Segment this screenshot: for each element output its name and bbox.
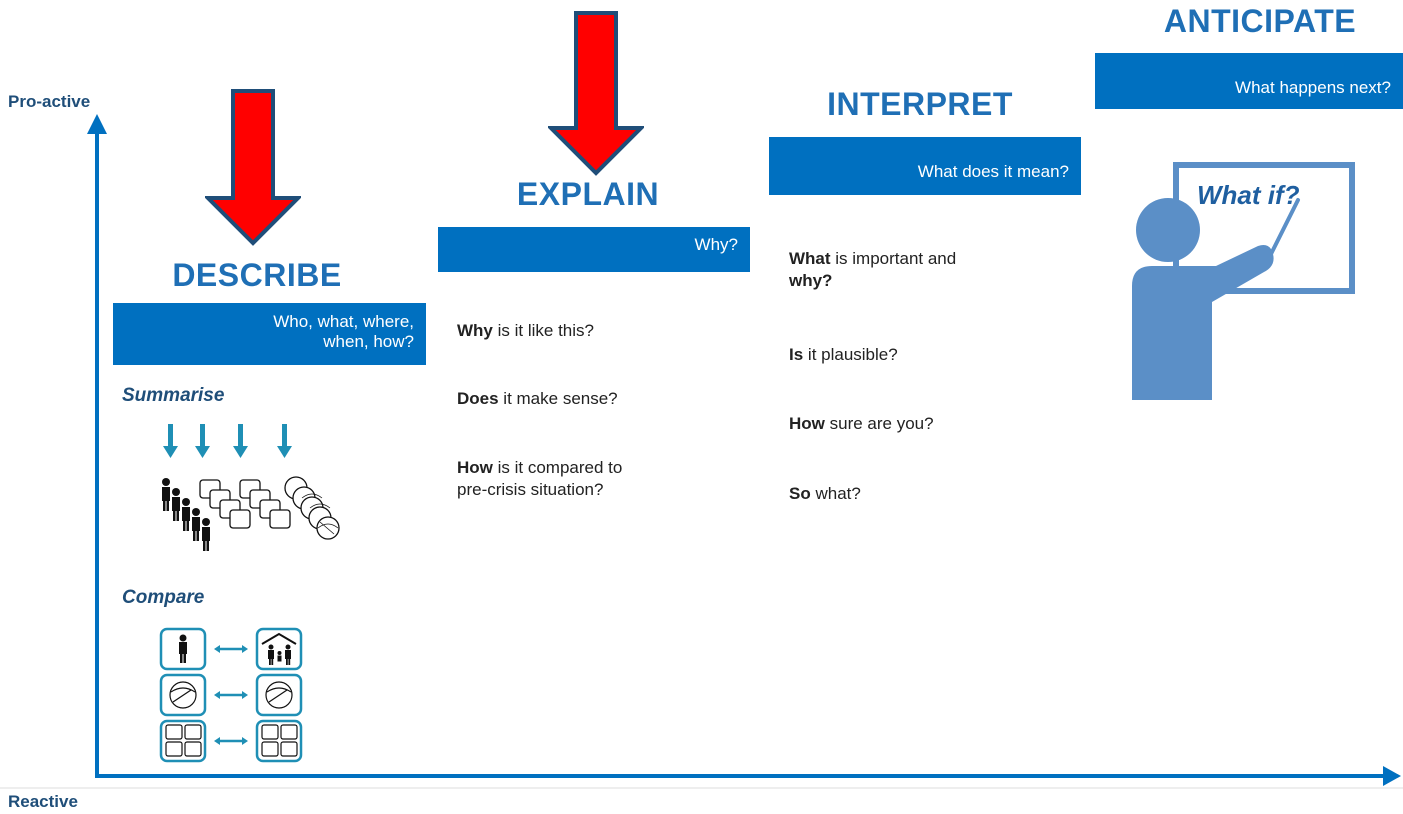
person-icon: [162, 478, 170, 511]
interpret-question-1: What is important and why?: [789, 248, 956, 292]
explain-question-1: Why is it like this?: [457, 320, 594, 342]
interpret-q2-bold: Is: [789, 345, 804, 364]
explain-banner: Why?: [438, 227, 750, 272]
sector-grid-icon: [261, 724, 298, 757]
compare-grid: [159, 627, 303, 763]
y-axis-label: Pro-active: [8, 92, 91, 111]
anticipate-banner: What happens next?: [1095, 53, 1403, 109]
interpret-q1-line2: why?: [789, 271, 833, 290]
interpret-question-2: Is it plausible?: [789, 344, 898, 366]
interpret-question-4: So what?: [789, 483, 861, 505]
family-house-icon: [261, 632, 297, 665]
explain-q1-rest: is it like this?: [492, 321, 594, 340]
summary-down-arrows: [163, 424, 292, 458]
explain-question-3: How is it compared to pre-crisis situati…: [457, 457, 622, 501]
interpret-q4-bold: So: [789, 484, 811, 503]
interpret-q1-rest: is important and: [830, 249, 957, 268]
x-axis-arrowhead: [1383, 766, 1401, 786]
red-arrow-icon: [548, 11, 644, 176]
summarise-label: Summarise: [122, 385, 225, 406]
interpret-banner: What does it mean?: [769, 137, 1081, 195]
interpret-q3-bold: How: [789, 414, 825, 433]
describe-banner-line2: when, how?: [323, 332, 414, 351]
interpret-q3-rest: sure are you?: [824, 414, 934, 433]
person-icon: [179, 634, 187, 663]
anticipate-title: ANTICIPATE: [1163, 3, 1357, 39]
explain-q1-bold: Why: [457, 321, 493, 340]
sector-grid-icon: [165, 724, 202, 757]
presenter-at-whiteboard-icon: [1132, 162, 1355, 400]
explain-question-2: Does it make sense?: [457, 388, 618, 410]
x-axis-label: Reactive: [8, 792, 78, 811]
explain-q2-rest: it make sense?: [498, 389, 618, 408]
interpret-q4-rest: what?: [810, 484, 861, 503]
explain-q3-rest: is it compared to: [492, 458, 623, 477]
whiteboard-text: What if?: [1197, 180, 1300, 210]
interpret-q2-rest: it plausible?: [803, 345, 898, 364]
y-axis-arrowhead: [87, 114, 107, 134]
explain-q3-bold: How: [457, 458, 493, 477]
presenter-body: [1132, 245, 1274, 400]
globe-icon: [265, 681, 293, 709]
interpret-question-3: How sure are you?: [789, 413, 934, 435]
people-and-places-stack-icon: [162, 476, 340, 551]
describe-banner: Who, what, where, when, how?: [113, 303, 426, 365]
interpret-title: INTERPRET: [827, 86, 1013, 122]
explain-q3-line2: pre-crisis situation?: [457, 480, 604, 499]
compare-label: Compare: [122, 587, 205, 608]
presenter-head: [1136, 198, 1200, 262]
red-arrow-icon: [205, 89, 301, 246]
describe-banner-line1: Who, what, where,: [273, 312, 414, 331]
explain-title: EXPLAIN: [516, 176, 660, 212]
interpret-q1-bold: What: [789, 249, 831, 268]
describe-title: DESCRIBE: [172, 257, 342, 293]
explain-q2-bold: Does: [457, 389, 499, 408]
globe-icon: [169, 681, 197, 709]
